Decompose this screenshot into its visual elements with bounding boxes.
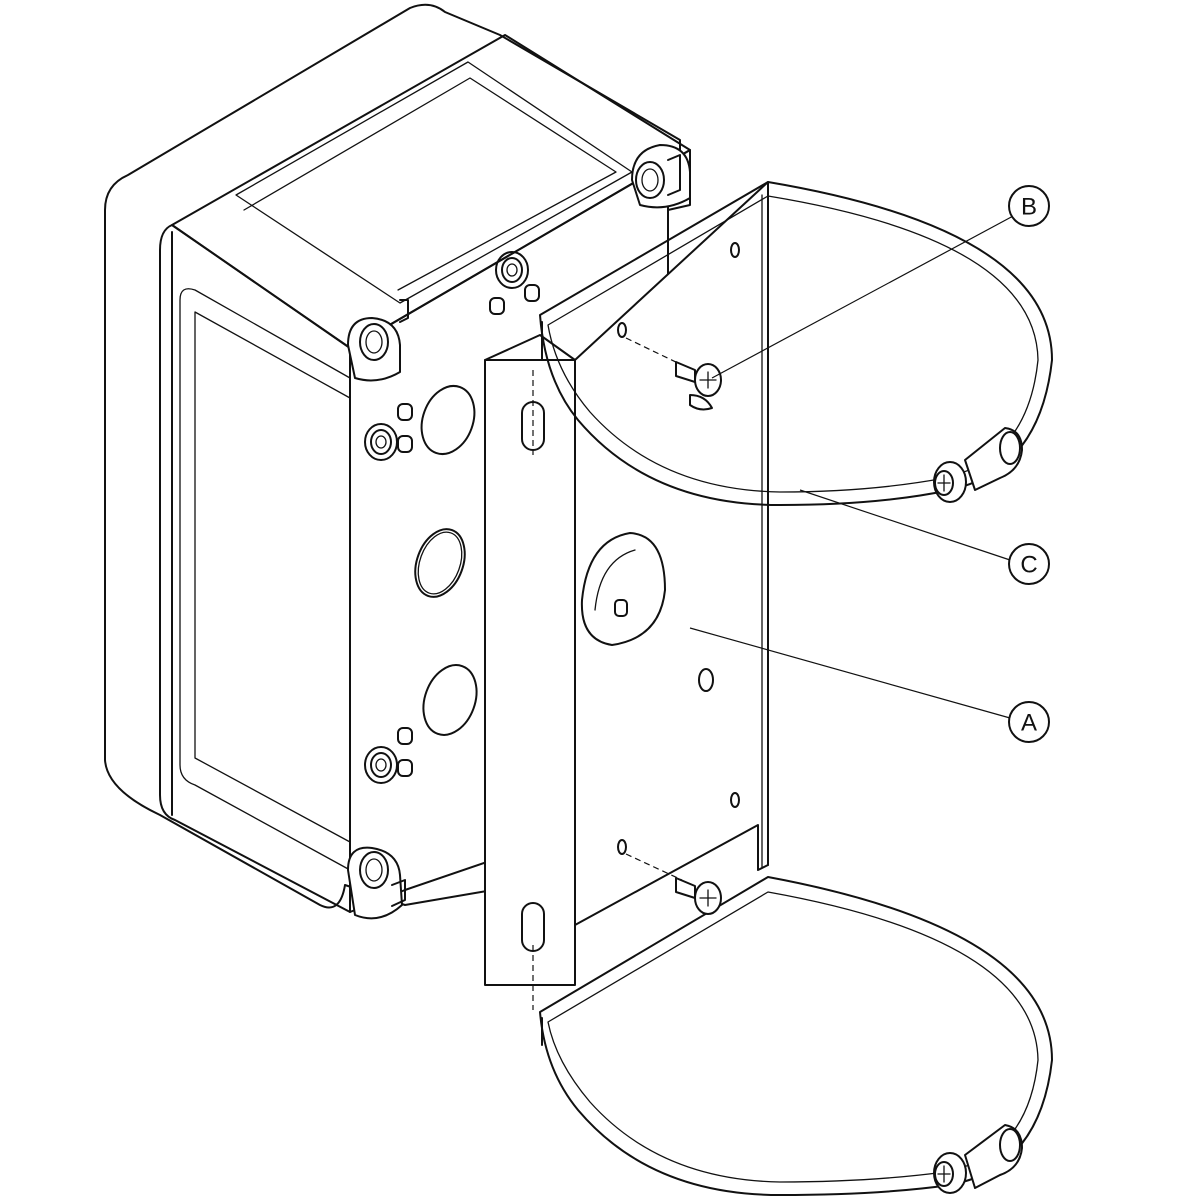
callout-c-label: C [1020,552,1037,579]
lower-clamp-screw [933,1152,967,1194]
locating-pins [397,284,540,777]
stud-washer-upper [364,251,529,461]
callout-b-label: B [1021,194,1037,221]
lower-hose-clamp [539,876,1053,1196]
upper-clamp-screw [933,461,967,503]
corner-boss-bottom-left [347,846,406,920]
callout-b: B [711,185,1050,379]
enclosure-front-face [159,224,351,913]
upper-hose-clamp [539,181,1053,506]
corner-boss-top-left [347,299,409,382]
callout-c: C [799,489,1050,585]
lower-clamp-housing [964,1124,1023,1189]
callout-a-label: A [1021,710,1037,737]
callout-a: A [689,627,1050,743]
mounting-bracket [484,181,769,986]
upper-clamp-housing [964,427,1023,491]
plate-large-hole [580,532,666,646]
knockout-holes [414,385,478,736]
lid-recess-front [179,288,351,871]
upper-strap-outer [539,181,1053,506]
screw-lower [625,853,722,915]
corner-boss-top-right [631,144,691,209]
bracket-flange [484,334,576,986]
screw-upper [625,337,722,411]
lower-strap-outer [539,876,1053,1196]
